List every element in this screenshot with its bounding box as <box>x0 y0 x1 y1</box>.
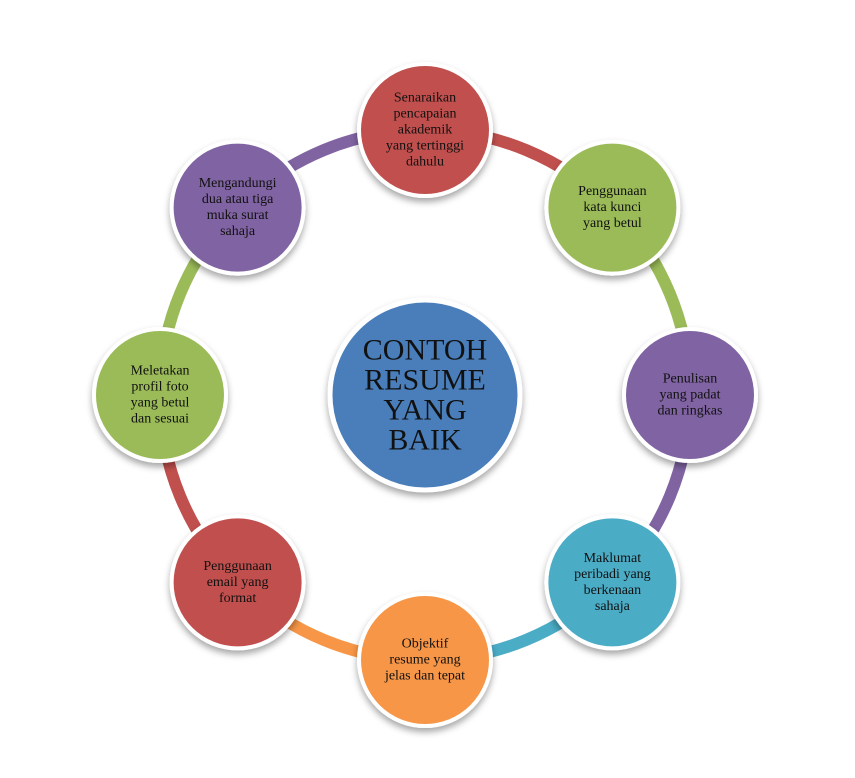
node-4-label-line-3: berkenaan <box>584 583 642 598</box>
node-4-label-line-4: sahaja <box>595 599 631 614</box>
node-1-circle <box>357 62 493 198</box>
node-6-label-line-3: format <box>219 591 256 606</box>
center-title-line-3: YANG <box>383 394 466 427</box>
node-5-circle <box>357 592 493 728</box>
node-2-label-line-3: yang betul <box>583 216 642 231</box>
node-8-label-line-3: muka surat <box>207 208 269 223</box>
node-4-label-line-1: Maklumat <box>584 551 642 566</box>
node-6-label-line-2: email yang <box>207 575 269 590</box>
node-7-label-line-1: Meletakan <box>130 364 189 379</box>
node-6-circle <box>169 514 306 651</box>
node-3-label-line-2: yang padat <box>659 388 720 403</box>
node-8-circle <box>169 139 306 276</box>
node-5-label-line-2: resume yang <box>389 653 460 668</box>
center-title-line-2: RESUME <box>364 364 486 397</box>
center-title-line-4: BAIK <box>388 424 462 457</box>
node-7-circle <box>92 327 228 463</box>
center-circle-shape <box>327 297 523 493</box>
node-7-label-line-4: dan sesuai <box>131 412 189 427</box>
node-1-label-line-5: dahulu <box>406 155 444 170</box>
node-7-label-line-2: profil foto <box>131 380 188 395</box>
node-1-label-line-2: pencapaian <box>394 107 457 122</box>
node-4-label-line-2: peribadi yang <box>574 567 651 582</box>
node-3-label-line-1: Penulisan <box>663 372 717 387</box>
node-8-label-line-1: Mengandungi <box>199 176 277 191</box>
node-7-label-line-3: yang betul <box>131 396 190 411</box>
node-8-label-line-2: dua atau tiga <box>202 192 274 207</box>
node-6-label-line-1: Penggunaan <box>203 559 271 574</box>
node-1-label-line-1: Senaraikan <box>394 91 456 106</box>
node-3-label-line-3: dan ringkas <box>658 404 723 419</box>
node-8-label-line-4: sahaja <box>220 224 256 239</box>
node-3-circle <box>622 327 758 463</box>
node-2-label-line-1: Penggunaan <box>578 184 646 199</box>
node-2-circle <box>544 139 681 276</box>
node-4-circle <box>544 514 681 651</box>
node-5-label-line-3: jelas dan tepat <box>384 669 465 684</box>
node-1-label-line-4: yang tertinggi <box>386 139 464 154</box>
node-2-label-line-2: kata kunci <box>583 200 641 215</box>
center-title-line-1: CONTOH <box>363 334 487 367</box>
node-5-label-line-1: Objektif <box>402 637 449 652</box>
node-1-label-line-3: akademik <box>398 123 452 138</box>
